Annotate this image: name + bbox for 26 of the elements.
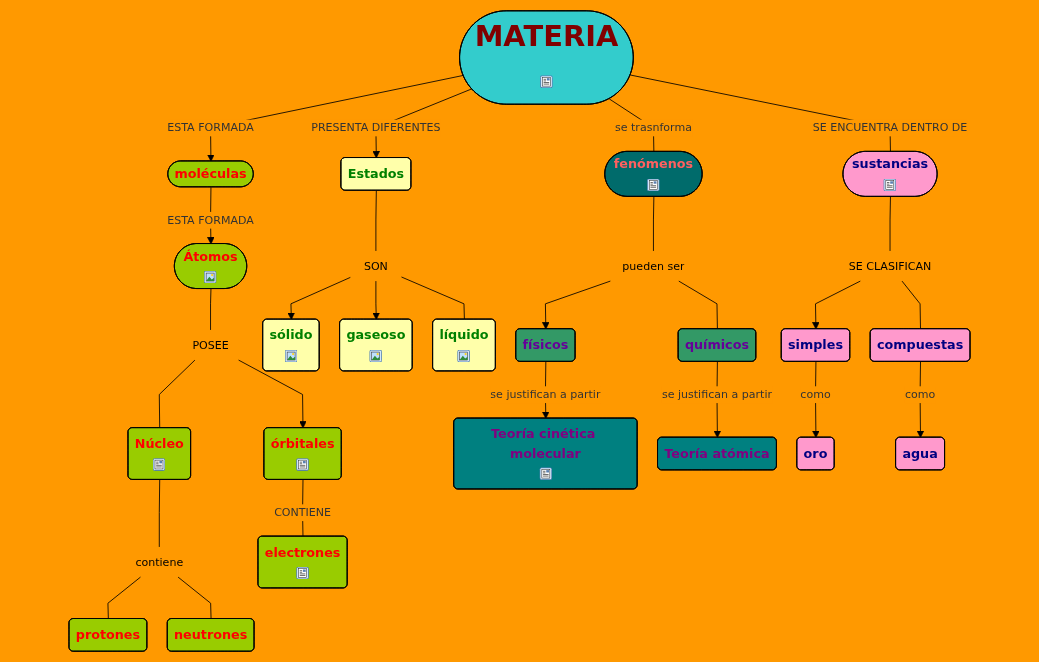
connector xyxy=(210,288,212,331)
connector xyxy=(158,479,161,548)
edge-label: SE ENCUENTRA DENTRO DE xyxy=(812,121,968,134)
edge-label: se justifican a partir xyxy=(490,387,601,401)
node-text: pueden ser xyxy=(622,259,685,273)
connector xyxy=(889,196,891,252)
edge-label: PRESENTA DIFERENTES xyxy=(311,121,441,134)
connector xyxy=(678,280,718,330)
connector xyxy=(653,196,655,252)
connector xyxy=(375,190,377,252)
edge-label: CONTIENE xyxy=(274,505,332,519)
node-text: contiene xyxy=(135,555,184,569)
connector xyxy=(901,280,921,330)
edge-label: ESTA FORMADA xyxy=(167,213,254,227)
connector xyxy=(177,576,212,620)
connector xyxy=(401,276,465,320)
edge-label: se justifican a partir xyxy=(661,387,773,401)
node-text: SON xyxy=(363,259,388,273)
connector xyxy=(158,359,196,429)
node-text: POSEE xyxy=(192,338,229,352)
node-text: SE CLASIFICAN xyxy=(848,259,932,273)
edge-label: como xyxy=(904,387,936,401)
edge-label: se trasnforma xyxy=(614,121,692,134)
edge-label: como xyxy=(800,387,831,401)
edge-label: ESTA FORMADA xyxy=(167,121,254,134)
connector xyxy=(107,576,141,620)
